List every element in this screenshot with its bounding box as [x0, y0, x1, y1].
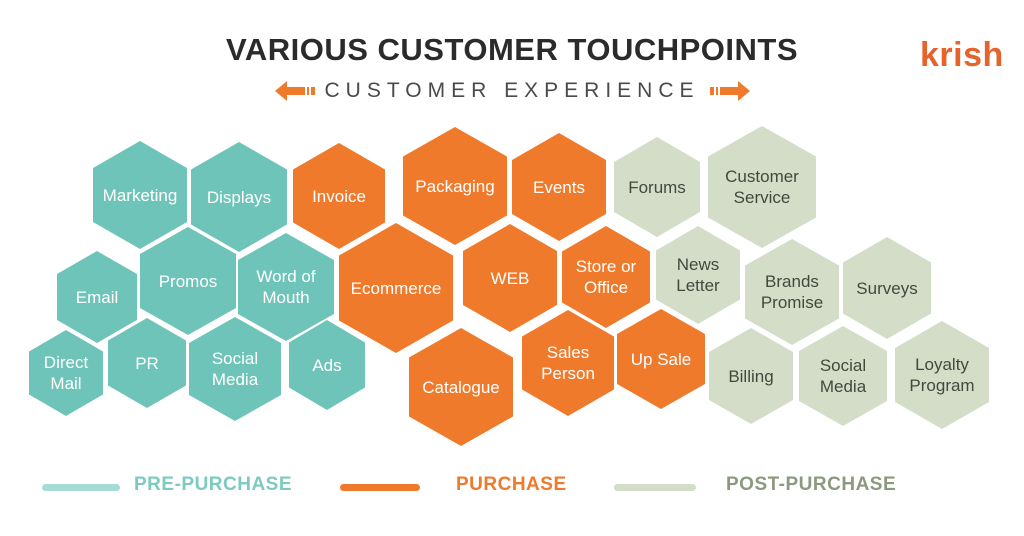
legend-pre-purchase-label: PRE-PURCHASE — [134, 474, 293, 495]
legend-pre-purchase-line — [42, 484, 120, 491]
touchpoint-hexagon: PR — [108, 318, 186, 408]
touchpoint-label: Up Sale — [630, 349, 692, 369]
touchpoint-label: Promos — [158, 271, 218, 291]
legend-purchase-line — [340, 484, 420, 491]
legend: PRE-PURCHASE PURCHASE POST-PURCHASE — [0, 470, 1024, 504]
touchpoint-label: Events — [533, 177, 585, 197]
touchpoint-hexagon: Marketing — [93, 141, 187, 249]
touchpoint-hexagon: Surveys — [843, 237, 931, 339]
touchpoint-label: Email — [75, 287, 119, 307]
touchpoint-hexagon: Ads — [289, 320, 365, 410]
legend-post-purchase-label: POST-PURCHASE — [726, 474, 897, 495]
touchpoint-label: WEB — [490, 268, 530, 288]
legend-post-purchase-line — [614, 484, 696, 491]
touchpoint-label: PR — [135, 353, 159, 373]
touchpoint-label: Ads — [312, 355, 342, 375]
touchpoint-hexagon: Invoice — [293, 143, 385, 249]
page-title: VARIOUS CUSTOMER TOUCHPOINTS — [225, 32, 799, 67]
touchpoint-hexagon: Packaging — [403, 127, 507, 245]
touchpoint-hexagon: Ecommerce — [339, 223, 453, 353]
brand-logo: krish — [920, 36, 1004, 74]
touchpoint-hexagon: Events — [512, 133, 606, 241]
touchpoint-hexagon: Catalogue — [409, 328, 513, 446]
subtitle: CUSTOMER EXPERIENCE — [324, 79, 700, 102]
arrow-left-icon — [274, 81, 315, 101]
touchpoint-label: Displays — [206, 187, 272, 207]
touchpoint-label: Ecommerce — [350, 278, 442, 298]
touchpoint-hexagon: Displays — [191, 142, 287, 252]
touchpoint-label: Packaging — [415, 176, 495, 196]
touchpoint-hexagon: Billing — [709, 328, 793, 424]
touchpoint-hexagon: Up Sale — [617, 309, 705, 409]
touchpoint-label: Surveys — [856, 278, 918, 298]
touchpoint-hexagon: Forums — [614, 137, 700, 237]
touchpoint-label: Invoice — [312, 186, 366, 206]
touchpoint-hexagon: Email — [57, 251, 137, 343]
touchpoint-label: Catalogue — [422, 377, 500, 397]
subtitle-row: CUSTOMER EXPERIENCE — [0, 75, 1024, 107]
touchpoint-hexagon: WEB — [463, 224, 557, 332]
touchpoint-label: Billing — [728, 366, 774, 386]
arrow-right-icon — [709, 81, 750, 101]
legend-purchase-label: PURCHASE — [456, 474, 567, 495]
touchpoint-label: Marketing — [102, 185, 178, 205]
touchpoint-hexagon: Promos — [140, 227, 236, 335]
touchpoint-label: Forums — [628, 177, 686, 197]
